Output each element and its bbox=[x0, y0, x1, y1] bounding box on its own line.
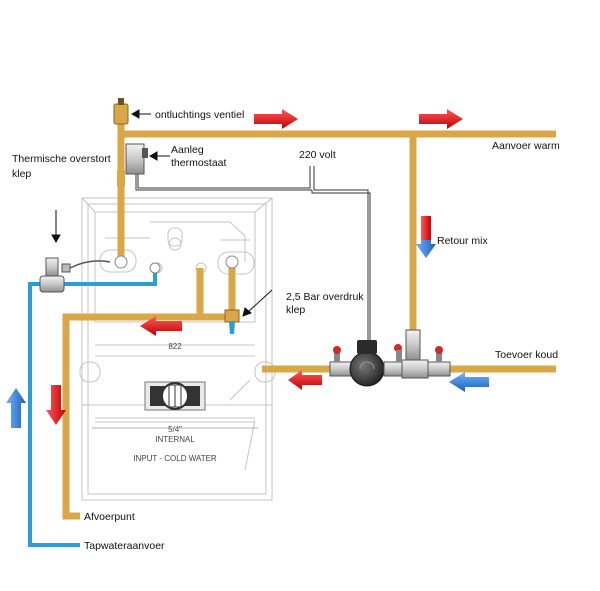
pump-group bbox=[329, 329, 451, 387]
thermostat bbox=[117, 143, 148, 186]
overflow-cold-pipe bbox=[62, 268, 157, 286]
boiler-model: 822 bbox=[168, 342, 182, 351]
boiler-input: INPUT - COLD WATER bbox=[133, 454, 217, 463]
pressure-valve-label-1: 2,5 Bar overdruk bbox=[286, 291, 364, 303]
circulation-pump bbox=[349, 351, 385, 387]
cold-pipes bbox=[28, 268, 157, 547]
drain-pipe bbox=[62, 313, 230, 520]
return-mix-label: Retour mix bbox=[437, 235, 489, 247]
boiler-nozzle-2 bbox=[149, 262, 161, 274]
left-valve-body bbox=[329, 361, 353, 377]
vent-valve-label: ontluchtings ventiel bbox=[155, 109, 244, 121]
overflow-valve-label-1: Thermische overstort bbox=[12, 153, 111, 165]
arrow-supply-1 bbox=[254, 109, 298, 129]
tap-water-pipe bbox=[28, 282, 80, 547]
thermostat-label-1: Aanleg bbox=[171, 144, 204, 156]
drain-point-label: Afvoerpunt bbox=[84, 511, 135, 523]
thermostat-label-2: thermostaat bbox=[171, 157, 227, 169]
voltage-label: 220 volt bbox=[299, 149, 336, 161]
supply-warm-label: Aanvoer warm bbox=[492, 140, 560, 152]
boiler-outlet-symbol bbox=[144, 381, 206, 411]
pressure-valve-label-2: klep bbox=[286, 304, 305, 316]
pointer-arrows bbox=[51, 109, 273, 317]
mix-tee bbox=[401, 359, 429, 379]
overflow-valve-label-2: klep bbox=[12, 168, 31, 180]
right-valve-body bbox=[427, 361, 451, 377]
arrow-drain-down bbox=[46, 385, 66, 425]
arrow-tap-up bbox=[6, 388, 26, 428]
vent-valve bbox=[113, 98, 129, 125]
right-valve-handle bbox=[435, 346, 443, 354]
arrow-drain-left bbox=[140, 316, 182, 336]
thermal-overflow-valve bbox=[39, 257, 111, 293]
arrow-cold-in bbox=[449, 372, 489, 392]
pressure-relief-valve bbox=[224, 309, 240, 334]
boiler-size: 5/4" bbox=[168, 425, 182, 434]
cold-supply-label: Toevoer koud bbox=[495, 349, 558, 361]
arrow-return-bottom bbox=[416, 240, 436, 258]
boiler-internal: INTERNAL bbox=[155, 435, 195, 444]
hot-pipes bbox=[62, 120, 556, 520]
tap-water-label: Tapwateraanvoer bbox=[84, 540, 165, 552]
left-valve-handle bbox=[333, 346, 341, 354]
flow-arrows bbox=[6, 109, 489, 428]
pump-motor-box bbox=[357, 340, 377, 354]
arrow-to-boiler bbox=[288, 370, 322, 390]
arrow-return-top bbox=[421, 216, 431, 240]
arrow-supply-2 bbox=[419, 109, 463, 129]
boiler-nozzle-1 bbox=[114, 255, 128, 269]
boiler-nozzle-3 bbox=[225, 255, 239, 269]
